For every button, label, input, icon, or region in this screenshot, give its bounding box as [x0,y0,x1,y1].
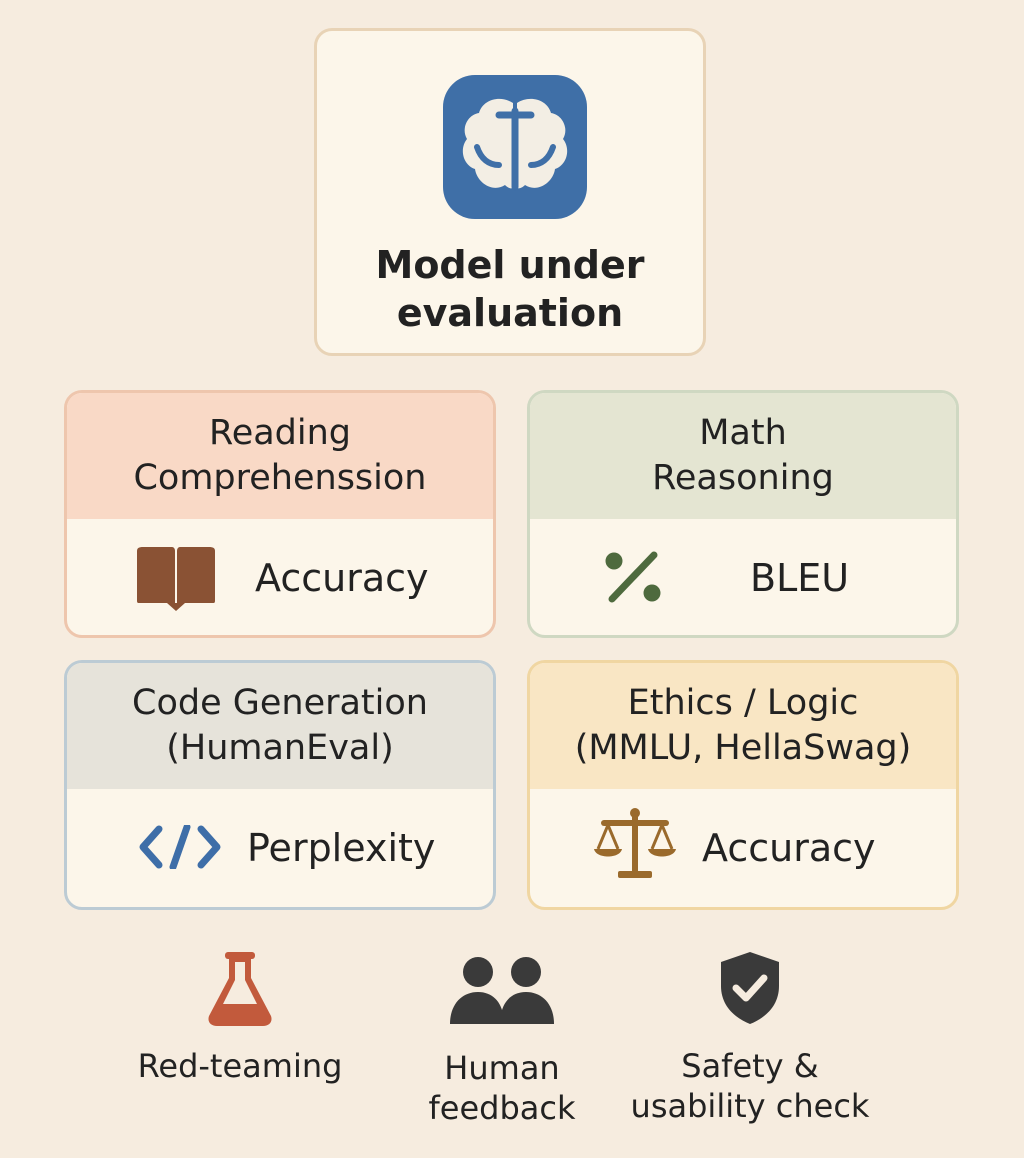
model-title: Model under evaluation [375,243,645,335]
benchmark-metric-row: BLEU [530,519,956,635]
benchmark-ethics-logic: Ethics / Logic (MMLU, HellaSwag) Accurac… [527,660,959,910]
benchmark-metric: Accuracy [702,826,876,870]
benchmark-code-generation: Code Generation (HumanEval) Perplexity [64,660,496,910]
benchmark-metric-row: Perplexity [67,789,493,907]
benchmark-reading-comprehension: Reading Comprehenssion Accuracy [64,390,496,638]
extra-label: Red-teaming [137,1047,343,1085]
extra-red-teaming: Red-teaming [120,952,360,1086]
benchmark-metric: BLEU [750,556,850,600]
shield-check-icon [721,952,779,1024]
people-icon [450,957,554,1024]
benchmark-title: Reading Comprehenssion [67,393,493,519]
benchmark-metric: Accuracy [255,556,429,600]
benchmark-title: Ethics / Logic (MMLU, HellaSwag) [530,663,956,789]
flask-icon [208,952,272,1026]
book-icon [137,547,215,611]
code-icon [139,825,221,869]
benchmark-title: Code Generation (HumanEval) [67,663,493,789]
extra-label: Human feedback [428,1049,576,1127]
scale-icon [594,808,676,878]
benchmark-metric: Perplexity [247,826,436,870]
model-card: Model under evaluation [314,28,706,356]
benchmark-metric-row: Accuracy [530,789,956,907]
extra-human-feedback: Human feedback [400,956,604,1128]
benchmark-metric-row: Accuracy [67,519,493,635]
benchmark-math-reasoning: Math Reasoning BLEU [527,390,959,638]
percent-icon [605,551,661,603]
extra-label: Safety & usability check [630,1047,870,1125]
extra-safety-usability: Safety & usability check [620,950,880,1126]
brain-icon [443,75,587,219]
benchmark-title: Math Reasoning [530,393,956,519]
